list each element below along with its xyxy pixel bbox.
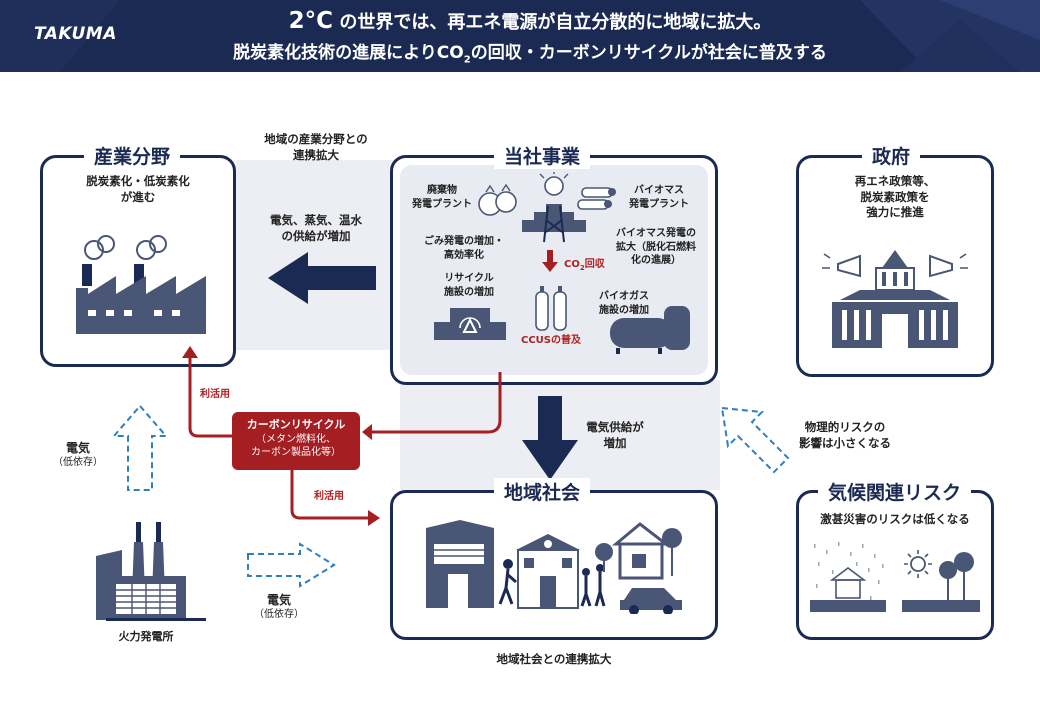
climate-title: 気候関連リスク (818, 478, 972, 505)
recycle-1: リサイクル (444, 273, 494, 284)
waste-power-1: ごみ発電の増加・ (424, 236, 504, 247)
ccus-label: CCUSの普及 (521, 335, 581, 346)
subtitle-a: 脱炭素化技術の進展によりCO (233, 43, 464, 63)
waste-power-label: ごみ発電の増加・ 高効率化 (410, 235, 518, 262)
biomass-logs-icon (577, 187, 616, 210)
industry-desc: 脱炭素化・低炭素化 が進む (40, 174, 236, 205)
electricity-left-2: （低依存） (53, 457, 103, 469)
thermal-plant-icon (96, 522, 206, 621)
takuma-logo: TAKUMA (34, 24, 117, 44)
link-top-text: 地域の産業分野との 連携拡大 (236, 132, 396, 163)
dashed-diagonal-arrow-icon (720, 406, 790, 474)
government-title: 政府 (862, 142, 921, 169)
down-arrow-icon (522, 396, 578, 480)
electricity-bottom-1: 電気 (266, 593, 291, 607)
carbon-recycle-1: カーボンリサイクル (246, 418, 346, 431)
community-scene-icon (426, 520, 682, 614)
gas-cylinders-icon (535, 286, 567, 331)
climate-scene-icon (810, 542, 980, 612)
recycle-label: リサイクル 施設の増加 (424, 272, 514, 299)
title-big: 2°C (288, 8, 334, 34)
waste-power-2: 高効率化 (444, 249, 484, 261)
physical-risk-1: 物理的リスクの (804, 420, 886, 434)
waste-bag-icon (478, 183, 517, 216)
subtitle-b: の回収・カーボンリサイクルが社会に普及する (470, 43, 827, 63)
electricity-left-1: 電気 (65, 441, 90, 455)
electricity-bottom-2: （低依存） (254, 609, 304, 621)
waste-plant-2: 発電プラント (412, 198, 472, 210)
title-rest: の世界では、再エネ電源が自立分散的に地域に拡大。 (333, 12, 772, 33)
company-title: 当社事業 (494, 142, 591, 169)
dashed-right-arrow-icon (247, 542, 336, 588)
co2-down-arrow-icon (542, 250, 558, 272)
co2-b: 回収 (584, 259, 605, 270)
supply-increase-2: の供給が増加 (281, 228, 351, 243)
banner-pattern (0, 0, 1040, 72)
biomass-expand-1: バイオマス発電の (616, 228, 696, 239)
carbon-recycle-3: カーボン製品化等） (251, 447, 341, 459)
power-supply-2: 増加 (603, 435, 627, 450)
biomass-plant-1: バイオマス (634, 185, 684, 196)
electricity-bottom-label: 電気 （低依存） (250, 592, 308, 622)
carbon-recycle-2: （メタン燃料化、 (256, 433, 336, 445)
thermal-plant-label: 火力発電所 (118, 630, 174, 643)
waste-plant-1: 廃棄物 (427, 185, 457, 196)
reuse-label-1: 利活用 (200, 389, 230, 400)
biogas-tank-icon (610, 306, 690, 354)
page-subtitle: 脱炭素化技術の進展によりCO2の回収・カーボンリサイクルが社会に普及する (150, 38, 910, 65)
factory-icon (76, 235, 206, 334)
industry-desc-1: 脱炭素化・低炭素化 (86, 174, 190, 188)
biomass-expand-label: バイオマス発電の 拡大（脱化石燃料 化の進展） (604, 227, 708, 268)
recycle-facility-icon (434, 308, 506, 340)
supply-increase-text: 電気、蒸気、温水 の供給が増加 (236, 213, 396, 244)
arrow-left-icon (268, 252, 376, 304)
biomass-expand-2: 拡大（脱化石燃料 (616, 241, 696, 253)
co2-recovery-label: CO2回収 (564, 258, 605, 273)
industry-title: 産業分野 (84, 142, 181, 169)
government-desc-1: 再エネ政策等、 (854, 174, 936, 188)
climate-desc: 激甚災害のリスクは低くなる (820, 512, 970, 526)
physical-risk-label: 物理的リスクの 影響は小さくなる (790, 420, 900, 451)
power-tower-icon (522, 172, 586, 243)
physical-risk-2: 影響は小さくなる (799, 435, 891, 450)
power-supply-label: 電気供給が 増加 (580, 420, 650, 451)
government-desc-3: 強力に推進 (866, 205, 924, 220)
co2-sub: 2 (579, 264, 585, 272)
government-desc: 再エネ政策等、 脱炭素政策を 強力に推進 (796, 174, 994, 221)
connector-band (236, 160, 396, 350)
page-title: 2°C の世界では、再エネ電源が自立分散的に地域に拡大。 (150, 8, 910, 34)
recycle-2: 施設の増加 (444, 286, 494, 298)
power-supply-1: 電気供給が (586, 420, 644, 434)
co2-a: CO (564, 259, 580, 270)
biomass-plant-2: 発電プラント (629, 198, 689, 210)
carbon-recycle-box: カーボンリサイクル （メタン燃料化、 カーボン製品化等） (232, 412, 360, 470)
community-footer: 地域社会との連携拡大 (496, 652, 612, 666)
reuse-label-2: 利活用 (314, 491, 344, 502)
biomass-plant-label: バイオマス 発電プラント (616, 184, 702, 211)
link-top-2: 連携拡大 (293, 147, 339, 162)
supply-increase-1: 電気、蒸気、温水 (270, 213, 362, 227)
waste-plant-label: 廃棄物 発電プラント (402, 184, 482, 211)
community-title: 地域社会 (494, 478, 591, 505)
biogas-2: 施設の増加 (599, 304, 649, 316)
government-desc-2: 脱炭素政策を (860, 189, 930, 204)
biomass-expand-3: 化の進展） (631, 255, 681, 266)
header-banner: TAKUMA 2°C の世界では、再エネ電源が自立分散的に地域に拡大。 脱炭素化… (0, 0, 1040, 72)
subtitle-sub: 2 (463, 54, 471, 66)
link-top-1: 地域の産業分野との (264, 132, 368, 146)
parliament-icon (822, 250, 968, 348)
dashed-up-arrow-icon (111, 404, 169, 491)
biogas-label: バイオガス 施設の増加 (584, 290, 664, 317)
biogas-1: バイオガス (599, 291, 649, 302)
electricity-left-label: 電気 （低依存） (52, 440, 104, 470)
industry-desc-2: が進む (120, 189, 156, 204)
